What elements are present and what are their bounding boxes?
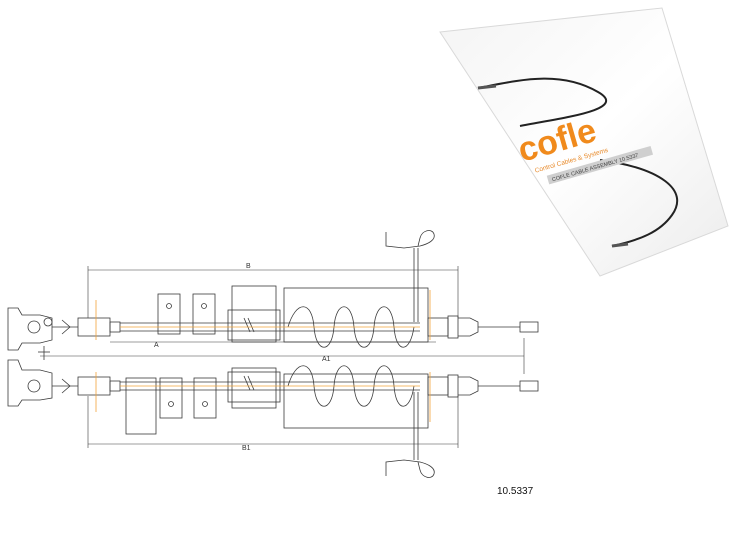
upper-hook [385, 230, 435, 322]
photo-cable-end-2 [611, 242, 629, 248]
accent-lines [95, 290, 431, 422]
photo-cable-end [477, 84, 497, 90]
photo-cable [477, 77, 608, 127]
dimension-label-b: B [246, 263, 251, 270]
photo-cable-lower [599, 159, 679, 247]
packaging-bag [439, 7, 729, 277]
dimension-label-b1: B1 [242, 445, 251, 452]
label-strip [546, 145, 654, 185]
part-number: 10.5337 [497, 486, 534, 497]
left-bracket-lower [7, 359, 53, 407]
dimension-label-a1: A1 [322, 356, 331, 363]
dimension-lines [40, 266, 525, 448]
left-bracket-upper [7, 307, 53, 351]
lower-hook [385, 392, 435, 478]
lower-cable [52, 365, 539, 435]
upper-cable [52, 285, 539, 348]
dimension-label-a: A [154, 342, 159, 349]
